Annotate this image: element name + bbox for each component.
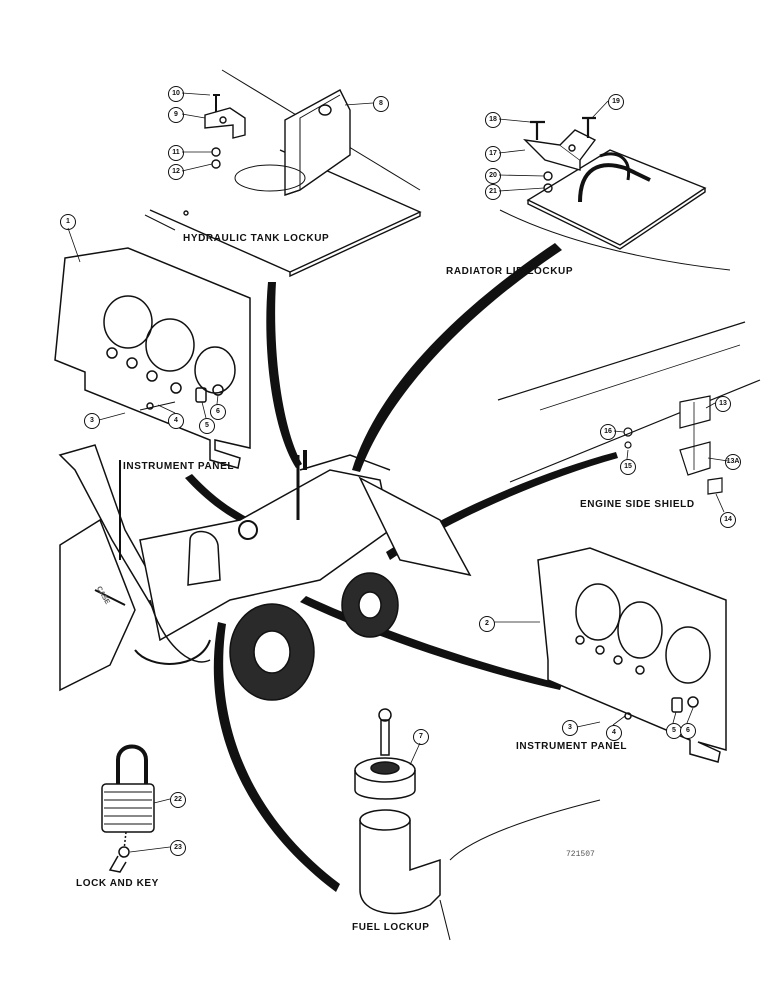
callout-8: 8	[373, 96, 389, 112]
callout-6-right: 6	[680, 723, 696, 739]
callout-1: 1	[60, 214, 76, 230]
callout-4-right: 4	[606, 725, 622, 741]
callout-3-right: 3	[562, 720, 578, 736]
callout-15: 15	[620, 459, 636, 475]
sweep-instrument-right	[300, 596, 562, 690]
callout-10: 10	[168, 86, 184, 102]
callout-12: 12	[168, 164, 184, 180]
callout-3-left: 3	[84, 413, 100, 429]
callout-23: 23	[170, 840, 186, 856]
instrument-panel-left-caption: INSTRUMENT PANEL	[123, 461, 235, 472]
hydraulic-tank-lockup-caption: HYDRAULIC TANK LOCKUP	[183, 233, 330, 244]
fuel-lockup-caption: FUEL LOCKUP	[352, 922, 430, 933]
callout-4-left: 4	[168, 413, 184, 429]
callout-14: 14	[720, 512, 736, 528]
lock-and-key-caption: LOCK AND KEY	[76, 878, 159, 889]
radiator-lid-lockup-art	[499, 116, 731, 271]
callout-11: 11	[168, 145, 184, 161]
engine-side-shield-caption: ENGINE SIDE SHIELD	[580, 499, 695, 510]
sweep-hydraulic	[266, 282, 302, 468]
callout-13a: 13A	[725, 454, 741, 470]
lock-and-key-art	[101, 744, 155, 873]
callout-7: 7	[413, 729, 429, 745]
callout-5-left: 5	[199, 418, 215, 434]
callout-2: 2	[479, 616, 495, 632]
instrument-panel-left-art	[54, 247, 251, 469]
callout-18: 18	[485, 112, 501, 128]
callout-6-left: 6	[210, 404, 226, 420]
callout-22: 22	[170, 792, 186, 808]
callout-20: 20	[485, 168, 501, 184]
callout-21: 21	[485, 184, 501, 200]
callout-13: 13	[715, 396, 731, 412]
drawing-number: 721507	[566, 850, 595, 859]
sweep-engine	[386, 452, 618, 560]
radiator-lid-lockup-caption: RADIATOR LID LOCKUP	[446, 266, 574, 277]
tank-bracket	[284, 89, 351, 196]
sweep-radiator	[352, 243, 562, 472]
instrument-panel-right-caption: INSTRUMENT PANEL	[516, 741, 628, 752]
callout-9: 9	[168, 107, 184, 123]
callout-19: 19	[608, 94, 624, 110]
instrument-panel-right-art	[537, 547, 727, 763]
callout-17: 17	[485, 146, 501, 162]
callout-16: 16	[600, 424, 616, 440]
fuel-lockup-art	[354, 708, 601, 941]
backhoe-loader-art	[58, 444, 472, 701]
sweep-fuel	[213, 622, 340, 892]
hydraulic-tank-lockup-art	[144, 69, 422, 278]
